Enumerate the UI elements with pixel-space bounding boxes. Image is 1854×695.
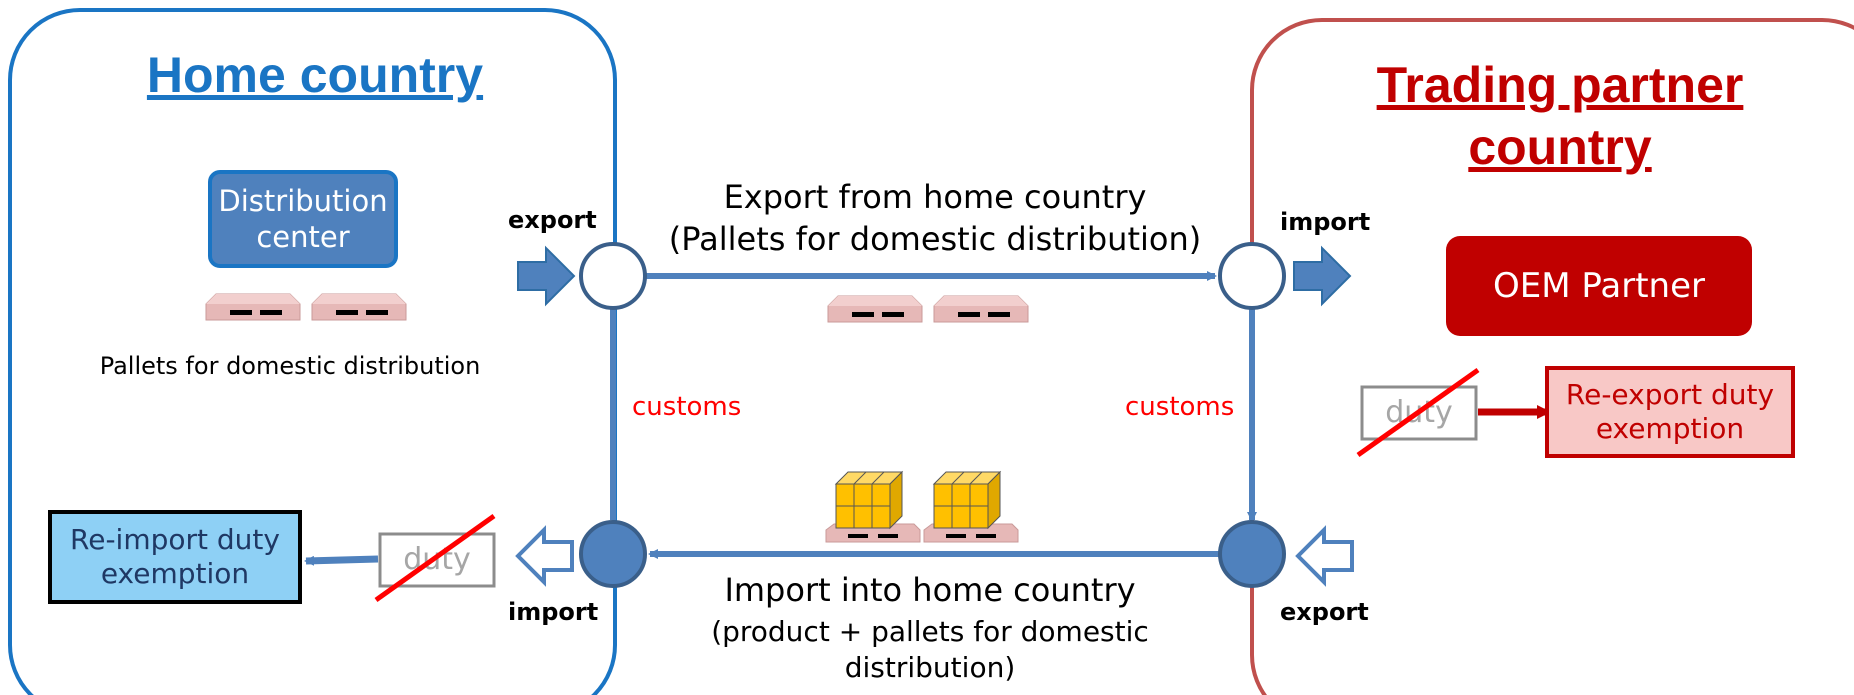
import-label-bottom: import (508, 598, 599, 626)
reimport-exemption-box: Re-import duty exemption (48, 510, 302, 604)
import-label-top: import (1280, 208, 1371, 236)
home-country-title: Home country (146, 47, 484, 103)
reexport-exemption-box: Re-export duty exemption (1545, 366, 1795, 458)
product-pallet-icon (825, 471, 921, 543)
duty-left-text: duty (403, 542, 471, 577)
pallet-icon (933, 295, 1029, 323)
export-label-top: export (508, 206, 597, 234)
reexport-customs-node (1218, 520, 1286, 588)
import-block-arrow (1293, 245, 1352, 307)
customs-left-label: customs (632, 392, 742, 422)
import-customs-node (1218, 242, 1286, 310)
export-customs-node (579, 242, 647, 310)
customs-right-label: customs (1125, 392, 1235, 422)
product-pallet-icon (923, 471, 1019, 543)
pallet-icon (311, 293, 407, 321)
reimport-outline-arrow (515, 525, 574, 587)
export-flow-subtitle: (Pallets for domestic distribution) (668, 220, 1202, 258)
export-flow-title: Export from home country (723, 178, 1147, 216)
import-flow-subtitle: (product + pallets for domestic distribu… (711, 615, 1149, 684)
reimport-customs-node (579, 520, 647, 588)
oem-partner-box: OEM Partner (1446, 236, 1752, 336)
partner-country-title: Trading partner country (1376, 57, 1744, 175)
pallet-icon (827, 295, 923, 323)
reimport-exemption-arrow (304, 555, 379, 566)
reexport-outline-arrow (1295, 525, 1354, 587)
export-block-arrow (517, 245, 576, 307)
export-label-bottom: export (1280, 598, 1369, 626)
import-flow-title: Import into home country (724, 571, 1136, 609)
distribution-center-box: Distribution center (208, 170, 398, 268)
pallet-icon (205, 293, 301, 321)
pallets-caption: Pallets for domestic distribution (99, 352, 481, 380)
duty-right-text: duty (1385, 395, 1453, 430)
